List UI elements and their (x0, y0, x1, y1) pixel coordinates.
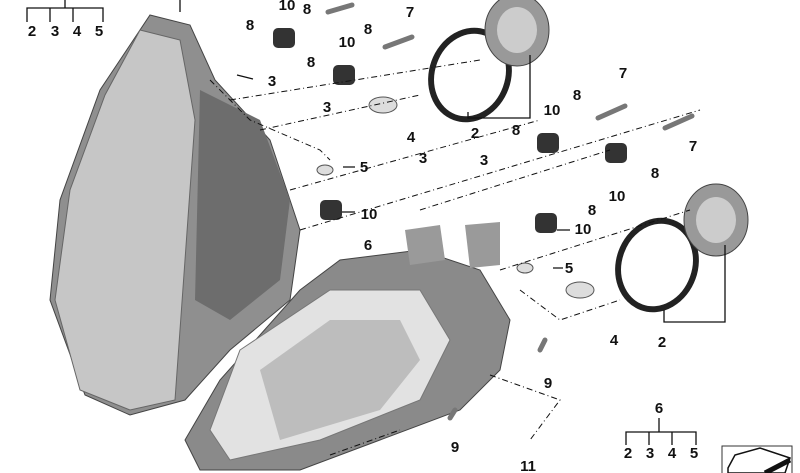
callout: 8 (588, 202, 596, 219)
leader-lines (179, 0, 726, 323)
callout: 4 (407, 129, 416, 146)
callout: 8 (364, 21, 372, 38)
rubber-grommets (273, 28, 627, 233)
callout: 11 (520, 458, 536, 473)
callout: 3 (51, 23, 59, 40)
callout: 2 (624, 445, 632, 462)
left-headlamp (49, 14, 301, 416)
callout: 3 (480, 152, 488, 169)
callout: 4 (610, 332, 619, 349)
callout: 2 (28, 23, 36, 40)
callout: 4 (73, 23, 82, 40)
callout: 9 (451, 439, 459, 456)
bulbs (316, 96, 595, 299)
callout: 3 (323, 99, 331, 116)
screws (325, 2, 695, 421)
callout: 9 (544, 375, 552, 392)
callout: 3 (419, 150, 427, 167)
assembly-lines (209, 59, 701, 456)
callout: 7 (406, 4, 414, 21)
callout: 8 (573, 87, 581, 104)
callout: 10 (544, 102, 561, 119)
callout: 5 (360, 159, 368, 176)
callout: 6 (655, 400, 663, 417)
group-bracket-bottom (625, 418, 697, 445)
group-bracket-top (26, 0, 104, 22)
short-leaders (236, 74, 570, 269)
covers (484, 0, 749, 257)
callout: 5 (95, 23, 103, 40)
callout: 10 (339, 34, 356, 51)
callout: 6 (364, 237, 372, 254)
callout: 3 (646, 445, 654, 462)
callout: 2 (658, 334, 666, 351)
callout: 10 (361, 206, 378, 223)
callout: 10 (279, 0, 296, 14)
callout-numbers: 2 3 4 5 8 10 8 7 8 10 8 3 3 4 2 10 8 7 8… (28, 0, 698, 473)
callout: 7 (689, 138, 697, 155)
callout: 4 (668, 445, 677, 462)
callout: 10 (609, 188, 626, 205)
callout: 7 (619, 65, 627, 82)
parts-symbol-icon (721, 445, 793, 473)
callout: 3 (268, 73, 276, 90)
callout: 5 (690, 445, 698, 462)
callout: 8 (651, 165, 659, 182)
callout: 8 (246, 17, 254, 34)
callout: 8 (307, 54, 315, 71)
right-headlamp (184, 222, 511, 471)
callout: 10 (575, 221, 592, 238)
callout: 5 (565, 260, 573, 277)
callout: 8 (303, 1, 311, 18)
callout: 2 (471, 125, 479, 142)
callout: 8 (512, 122, 520, 139)
